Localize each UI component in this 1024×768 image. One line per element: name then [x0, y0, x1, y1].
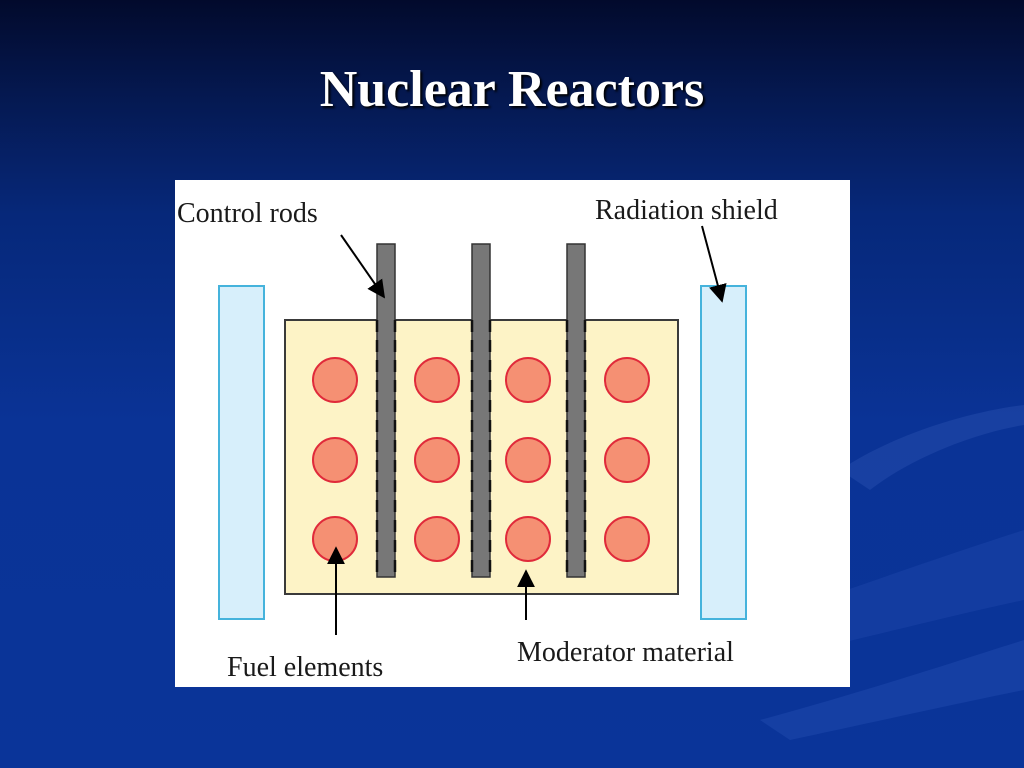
- label-radiation-shield: Radiation shield: [595, 195, 778, 226]
- arrow-radiation-shield: [701, 225, 727, 303]
- arrow-control-rods: [340, 234, 386, 299]
- control-rod: [470, 243, 492, 578]
- fuel-element: [414, 357, 460, 403]
- fuel-elements: [312, 357, 650, 562]
- control-rod: [565, 243, 587, 578]
- label-control-rods: Control rods: [177, 198, 318, 229]
- fuel-element: [312, 437, 358, 483]
- label-moderator-material: Moderator material: [517, 637, 734, 668]
- fuel-element: [505, 437, 551, 483]
- slide-title: Nuclear Reactors: [319, 61, 705, 118]
- fuel-element: [604, 516, 650, 562]
- radiation-shield-right: [700, 285, 747, 620]
- fuel-element: [505, 516, 551, 562]
- reactor-diagram: Control rods Radiation shield Fuel eleme…: [175, 180, 850, 687]
- fuel-element: [414, 437, 460, 483]
- label-fuel-elements: Fuel elements: [227, 652, 383, 683]
- fuel-element: [414, 516, 460, 562]
- fuel-element: [312, 357, 358, 403]
- reactor-diagram-svg: Control rods Radiation shield Fuel eleme…: [177, 195, 778, 683]
- fuel-element: [505, 357, 551, 403]
- radiation-shield-left: [218, 285, 265, 620]
- fuel-element: [604, 437, 650, 483]
- control-rods: [375, 243, 587, 578]
- fuel-element: [604, 357, 650, 403]
- control-rod: [375, 243, 397, 578]
